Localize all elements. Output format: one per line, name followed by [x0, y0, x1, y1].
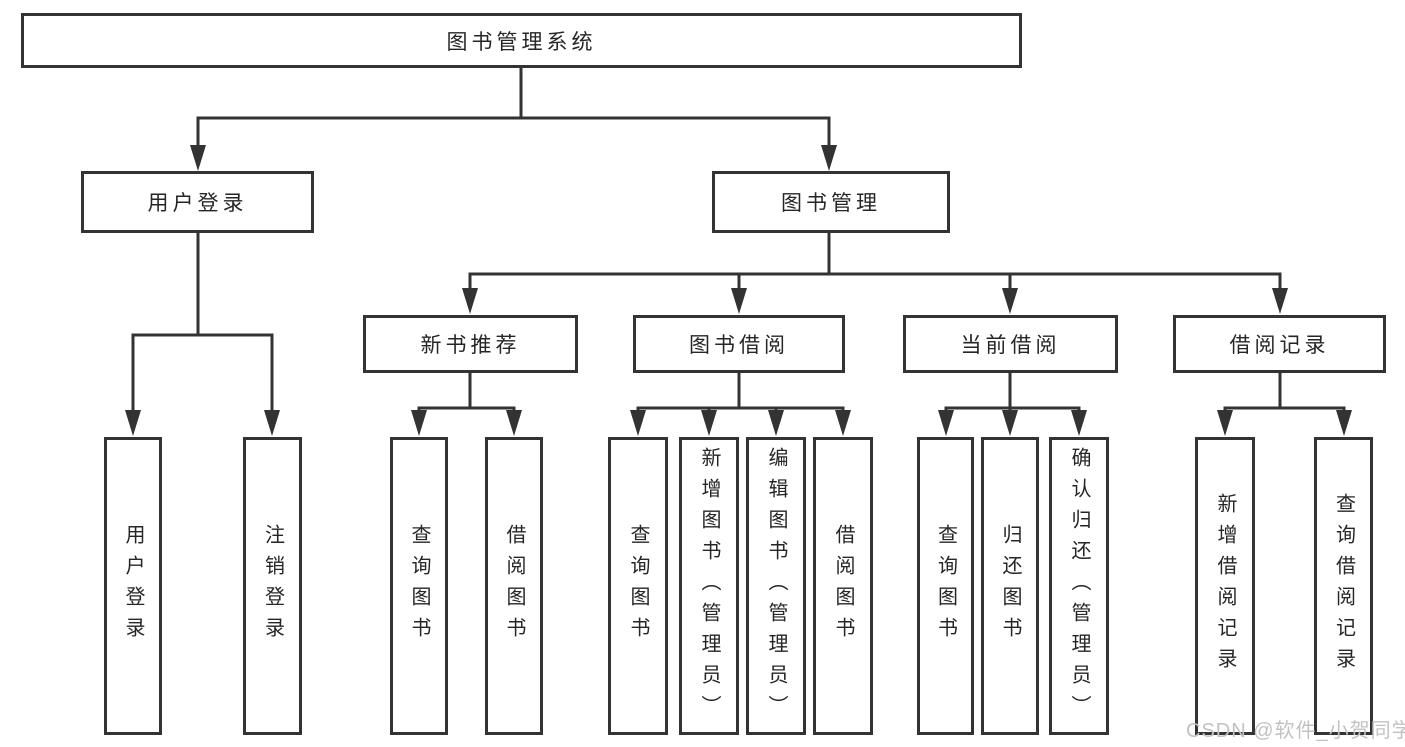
node-label: 用户登录: [147, 192, 248, 215]
node-library-management-system: 图书管理系统: [21, 13, 1022, 68]
node-label: 图书借阅: [689, 334, 789, 357]
watermark: CSDN @软件_小贺同学: [1186, 720, 1405, 742]
leaf-label: 注销登录: [261, 524, 284, 648]
node-current-borrowing: 当前借阅: [903, 315, 1118, 373]
leaf-label: 编辑图书（管理员）: [765, 446, 787, 726]
leaf-label: 查询借阅记录: [1332, 493, 1355, 679]
leaf-logout: 注销登录: [243, 437, 302, 735]
node-label: 图书管理系统: [446, 30, 597, 54]
leaf-label: 借阅图书: [832, 524, 854, 648]
leaf-label: 归还图书: [999, 524, 1021, 648]
leaf-query-borrow-record: 查询借阅记录: [1314, 437, 1373, 735]
leaf-label: 借阅图书: [503, 524, 525, 648]
leaf-add-borrow-record: 新增借阅记录: [1195, 437, 1255, 735]
leaf-return-books: 归还图书: [981, 437, 1039, 735]
leaf-label: 查询图书: [934, 524, 957, 648]
leaf-label: 查询图书: [408, 524, 430, 648]
node-borrowing-records: 借阅记录: [1173, 315, 1386, 373]
leaf-edit-books-admin: 编辑图书（管理员）: [746, 437, 806, 735]
leaf-label: 新增借阅记录: [1214, 493, 1236, 679]
leaf-label: 查询图书: [627, 524, 649, 648]
arrowheads: [125, 145, 1352, 436]
leaf-query-books-3: 查询图书: [917, 437, 974, 735]
node-label: 借阅记录: [1229, 334, 1330, 357]
node-book-borrowing: 图书借阅: [633, 315, 845, 373]
leaf-label: 用户登录: [122, 524, 144, 648]
leaf-query-books-2: 查询图书: [608, 437, 668, 735]
leaf-label: 确认归还（管理员）: [1068, 446, 1090, 726]
leaf-user-login: 用户登录: [104, 437, 162, 735]
node-label: 当前借阅: [960, 334, 1061, 357]
leaf-query-books-1: 查询图书: [390, 437, 448, 735]
leaf-add-books-admin: 新增图书（管理员）: [679, 437, 739, 735]
node-user-login: 用户登录: [81, 171, 314, 233]
leaf-borrow-books-2: 借阅图书: [813, 437, 873, 735]
leaf-confirm-return-admin: 确认归还（管理员）: [1049, 437, 1109, 735]
node-label: 新书推荐: [420, 334, 521, 357]
leaf-borrow-books-1: 借阅图书: [485, 437, 543, 735]
node-book-management: 图书管理: [712, 171, 950, 233]
leaf-label: 新增图书（管理员）: [698, 446, 720, 726]
node-label: 图书管理: [781, 192, 881, 215]
node-new-book-recommendation: 新书推荐: [363, 315, 578, 373]
